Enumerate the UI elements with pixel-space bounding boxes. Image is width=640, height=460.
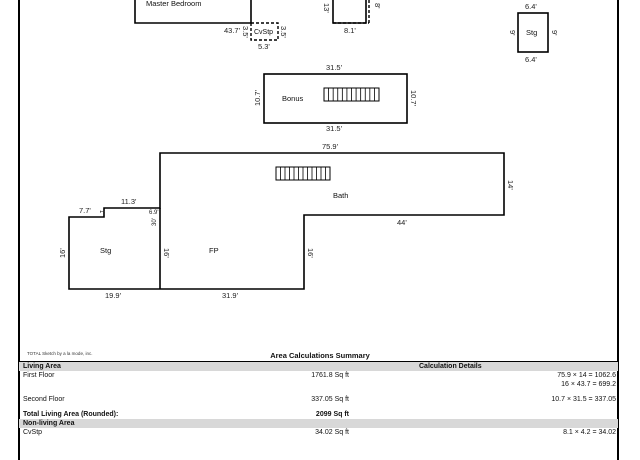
- master-bedroom-outline: [134, 0, 252, 24]
- bonus-outline: [263, 73, 408, 124]
- cvstp-outline: [250, 22, 279, 41]
- living-area-label: Living Area: [23, 363, 61, 370]
- first-floor-label: First Floor: [23, 372, 55, 379]
- dim-cv-bottom: 5.3': [258, 42, 270, 51]
- room-label-cvstp: CvStp: [254, 29, 273, 36]
- room-label-master-bedroom: Master Bedroom: [146, 0, 201, 8]
- sketch-frame-left: [18, 0, 20, 460]
- dim-step-top: 11.3': [121, 197, 137, 206]
- room-label-stg-top: Stg: [526, 28, 537, 37]
- room-label-fp: FP: [209, 246, 219, 255]
- non-living-area-label: Non-living Area: [23, 420, 75, 427]
- dim-mb-bottom-left: 43.7': [224, 26, 241, 35]
- dim-main-inner: 44': [397, 218, 407, 227]
- first-floor-calc-2: 16 × 43.7 = 699.2: [561, 381, 616, 388]
- dim-step-small-a: 1': [98, 210, 104, 214]
- summary-title: Area Calculations Summary: [270, 351, 370, 360]
- first-floor-outline: [68, 152, 505, 290]
- dim-step-small-b: 30': [152, 218, 158, 226]
- dim-step-left: 7.7': [79, 206, 91, 215]
- table-row: 16 × 43.7 = 699.2: [19, 380, 618, 389]
- table-row: First Floor 1761.8 Sq ft 75.9 × 14 = 106…: [19, 371, 618, 380]
- area-summary-table: Living Area Calculation Details First Fl…: [19, 362, 618, 437]
- stg-top-outline: [517, 12, 549, 53]
- dim-main-right-lower: 16': [306, 248, 315, 258]
- dim-bonus-bottom: 31.5': [326, 124, 343, 133]
- table-row: CvStp 34.02 Sq ft 8.1 × 4.2 = 34.02: [19, 428, 618, 437]
- dim-main-right: 14': [506, 180, 515, 190]
- first-floor-calc-1: 75.9 × 14 = 1062.6: [557, 372, 616, 379]
- table-row: Total Living Area (Rounded): 2099 Sq ft: [19, 410, 618, 419]
- total-living-area-value: 2099 Sq ft: [315, 411, 349, 418]
- dim-mb-bottom-right: 8.1': [344, 26, 356, 35]
- second-floor-calc: 10.7 × 31.5 = 337.05: [551, 396, 616, 403]
- dim-stg-bottom: 6.4': [525, 55, 537, 64]
- dim-cv-right: 3.5': [279, 26, 288, 38]
- room-label-bath: Bath: [333, 191, 348, 200]
- cvstp-label: CvStp: [23, 429, 43, 436]
- dim-bonus-top: 31.5': [326, 63, 343, 72]
- dim-main-bottom-right: 31.9': [222, 291, 239, 300]
- dim-step-small-c: 6.9': [149, 210, 159, 216]
- cvstp-calc: 8.1 × 4.2 = 34.02: [563, 429, 616, 436]
- dim-stg-top: 6.4': [525, 2, 537, 11]
- dim-main-top: 75.9': [322, 142, 339, 151]
- room-label-stg-left: Stg: [100, 246, 111, 255]
- cvstp-area: 34.02 Sq ft: [315, 429, 349, 436]
- second-floor-area: 337.05 Sq ft: [311, 396, 349, 403]
- dim-inner-wall: 16': [162, 248, 171, 258]
- calculation-details-label: Calculation Details: [419, 363, 482, 370]
- dim-bonus-left: 10.7': [253, 89, 262, 106]
- dim-stg-left: 9': [508, 30, 517, 36]
- room-label-bonus: Bonus: [282, 94, 304, 103]
- dim-left-wall: 16': [58, 248, 67, 258]
- table-row: Second Floor 337.05 Sq ft 10.7 × 31.5 = …: [19, 395, 618, 404]
- non-living-area-header: Non-living Area: [19, 419, 618, 428]
- dim-mb-right-small: 8': [373, 3, 382, 9]
- dim-bonus-right: 10.7': [409, 90, 418, 107]
- total-living-area-label: Total Living Area (Rounded):: [23, 411, 119, 418]
- living-area-header: Living Area Calculation Details: [19, 362, 618, 371]
- dim-mb-right: 13': [322, 3, 331, 13]
- master-bedroom-right-wall: [332, 0, 367, 24]
- second-floor-label: Second Floor: [23, 396, 65, 403]
- dim-stg-right: 9': [550, 30, 559, 36]
- sketch-frame-right: [617, 0, 619, 460]
- dim-main-bottom-left: 19.9': [105, 291, 122, 300]
- dim-cv-left: 3.5': [241, 26, 250, 38]
- sketch-credit: TOTAL Sketch by a la mode, inc.: [27, 351, 93, 356]
- first-floor-area: 1761.8 Sq ft: [311, 372, 349, 379]
